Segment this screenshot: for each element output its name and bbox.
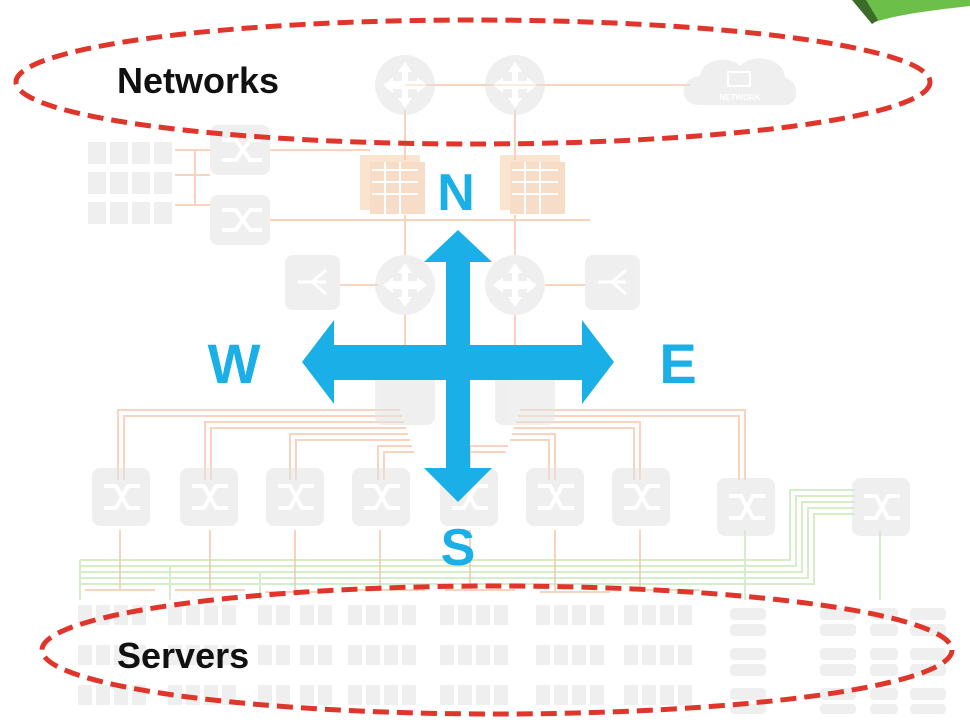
storage-icon [730,608,946,714]
switch-icon [526,468,584,526]
switch-icon [180,468,238,526]
firewall-icon [500,155,565,214]
switch-icon [852,478,910,536]
cloud-label: NETWORK [719,93,761,102]
server-rack-icon [440,605,508,705]
router-icon [485,55,545,115]
router-icon [485,255,545,315]
router-icon [375,255,435,315]
corner-logo [852,0,970,24]
switch-icon [717,478,775,536]
load-balancer-icon [585,255,640,310]
switch-icon [266,468,324,526]
north-label: N [437,164,475,222]
networks-region-ellipse [13,17,933,147]
firewall-icon [360,155,425,214]
servers-region-ellipse [39,583,955,717]
direction-cross-arrow [302,230,614,502]
west-label: W [208,332,261,395]
core-routers [375,55,545,115]
server-rack-icon [85,140,175,240]
switch-icon [92,468,150,526]
core-switch-icon [375,375,555,425]
servers-label: Servers [117,635,249,676]
networks-label: Networks [117,60,279,101]
switch-icon [612,468,670,526]
green-links [79,489,881,600]
network-cloud-icon: NETWORK [683,58,797,105]
access-switches [92,468,910,536]
server-racks [78,605,946,714]
router-icon [375,55,435,115]
east-label: E [659,332,696,395]
switch-icon [352,468,410,526]
server-rack-icon [624,605,692,705]
server-rack-icon [536,605,604,705]
south-label: S [441,519,476,577]
server-rack-icon [258,605,332,705]
switch-icon [210,195,270,245]
server-rack-icon [348,605,416,705]
load-balancer-icon [285,255,340,310]
